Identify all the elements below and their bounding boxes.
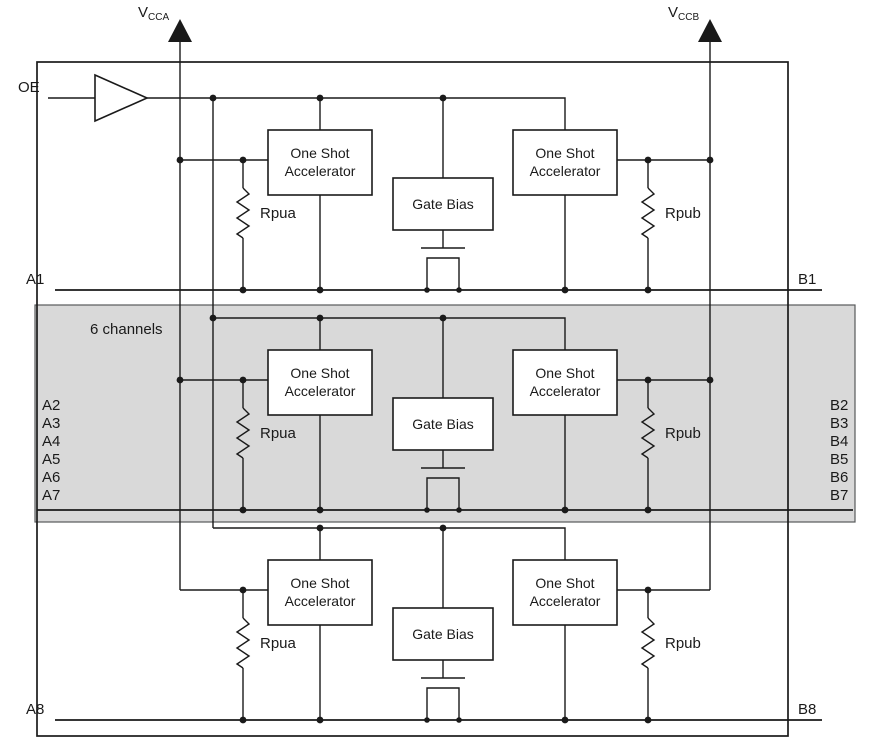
port-label-a1: A1 <box>26 271 44 288</box>
oe-label: OE <box>18 79 40 96</box>
bus-label-a6: A6 <box>42 469 60 486</box>
channel-8 <box>179 523 711 725</box>
bus-label-b3: B3 <box>830 415 848 432</box>
port-label-b8: B8 <box>798 701 816 718</box>
device-boundary <box>36 61 789 737</box>
vcca-arrow-icon <box>168 19 192 42</box>
bus-label-b5: B5 <box>830 451 848 468</box>
left-bus-labels: A2 A3 A4 A5 A6 A7 <box>42 397 60 504</box>
right-bus-labels: B2 B3 B4 B5 B6 B7 <box>830 397 848 504</box>
bus-label-b2: B2 <box>830 397 848 414</box>
bus-label-a3: A3 <box>42 415 60 432</box>
channel-1 <box>179 93 711 295</box>
bus-label-a5: A5 <box>42 451 60 468</box>
bus-label-b6: B6 <box>830 469 848 486</box>
oe-buffer-icon <box>94 73 149 123</box>
bus-label-a7: A7 <box>42 487 60 504</box>
bus-label-a2: A2 <box>42 397 60 414</box>
port-label-a8: A8 <box>26 701 44 718</box>
vcca-supply: VCCA <box>138 4 192 590</box>
bus-label-b4: B4 <box>830 433 848 450</box>
vccb-label: VCCB <box>668 4 699 23</box>
vccb-arrow-icon <box>698 19 722 42</box>
region-label: 6 channels <box>90 321 163 338</box>
bus-label-a4: A4 <box>42 433 60 450</box>
vcca-label: VCCA <box>138 4 169 23</box>
port-label-b1: B1 <box>798 271 816 288</box>
bus-label-b7: B7 <box>830 487 848 504</box>
